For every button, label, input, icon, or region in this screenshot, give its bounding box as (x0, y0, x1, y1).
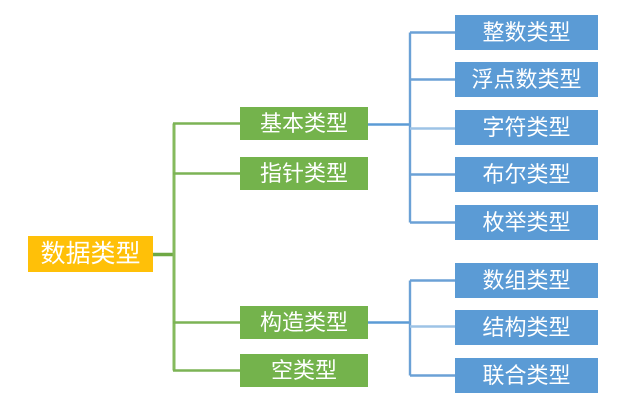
node-struct-type: 结构类型 (455, 310, 598, 345)
node-enum-type: 枚举类型 (455, 205, 598, 240)
node-union-type: 联合类型 (455, 358, 598, 393)
node-void-type: 空类型 (240, 354, 368, 387)
node-integer-type: 整数类型 (455, 15, 598, 50)
node-data-type: 数据类型 (28, 236, 153, 272)
node-float-type: 浮点数类型 (455, 62, 598, 97)
node-array-type: 数组类型 (455, 263, 598, 298)
node-bool-type: 布尔类型 (455, 157, 598, 192)
node-basic-type: 基本类型 (240, 107, 368, 140)
node-pointer-type: 指针类型 (240, 157, 368, 190)
node-char-type: 字符类型 (455, 110, 598, 145)
node-constructed-type: 构造类型 (240, 306, 368, 339)
